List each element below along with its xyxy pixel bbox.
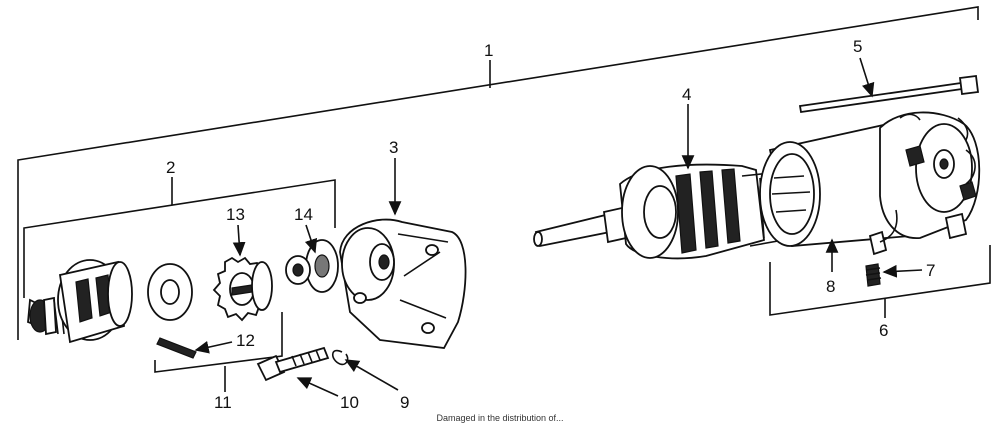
label-2: 2 [166, 158, 175, 177]
pin-12 [156, 337, 197, 359]
drive-group-bracket-2 [23, 177, 336, 298]
bushing-14 [285, 239, 339, 293]
assembly-bracket-1 [17, 6, 979, 340]
label-8: 8 [826, 277, 835, 296]
label-7: 7 [926, 261, 935, 280]
footer-caption: Damaged in the distribution of... [436, 413, 564, 423]
label-5: 5 [853, 37, 862, 56]
bracket-11 [154, 312, 283, 392]
brush-spring-7 [865, 263, 882, 287]
label-11: 11 [214, 393, 232, 412]
bracket-6 [769, 245, 991, 318]
label-13: 13 [226, 205, 245, 224]
leader-arrows [194, 57, 923, 397]
bolt-10 [256, 346, 330, 382]
label-6: 6 [879, 321, 888, 340]
label-10: 10 [340, 393, 359, 412]
label-3: 3 [389, 138, 398, 157]
label-4: 4 [682, 85, 691, 104]
thrust-washer [147, 263, 193, 321]
label-1: 1 [484, 41, 493, 60]
gear-13 [212, 256, 273, 322]
commutator-end-frame-6 [868, 111, 981, 256]
label-9: 9 [400, 393, 409, 412]
drive-assembly [27, 259, 133, 344]
snap-ring-9 [331, 349, 349, 366]
drive-end-housing-3 [339, 218, 467, 349]
field-frame-8 [759, 122, 912, 247]
label-14: 14 [294, 205, 313, 224]
through-bolt-5 [798, 74, 980, 114]
label-12: 12 [236, 331, 255, 350]
